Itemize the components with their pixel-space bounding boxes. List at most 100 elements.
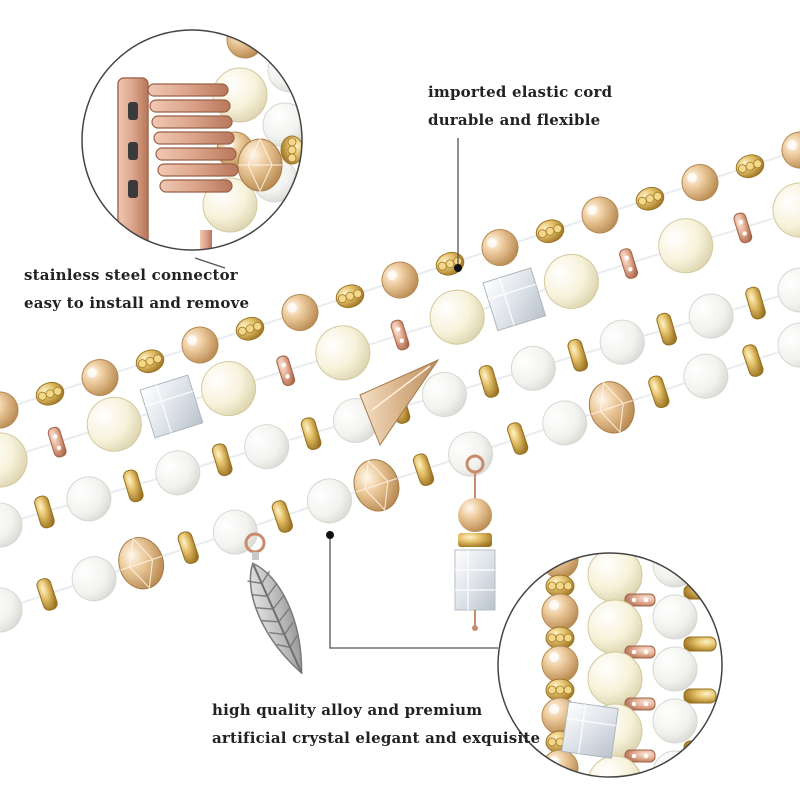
gold-disc-bead [507,422,529,455]
ivory-bead [86,396,142,452]
crystal-charm [454,454,496,631]
crystal-bead [561,701,619,759]
spacer-bead [535,219,565,244]
spacer-bead [135,349,165,374]
gold-disc-bead [683,740,717,756]
leaf-charm-icon [247,562,303,675]
milky-bead [155,450,201,496]
gold-disc-bead [177,531,199,564]
ivory-bead [543,253,599,309]
gold-pearl-bead [381,261,419,299]
rondelle-bead [390,319,410,351]
gold-pearl-bead [681,164,719,201]
milky-bead [683,353,729,399]
milky-bead [448,431,494,477]
ivory-bead [315,325,371,381]
connector-caption: stainless steel connector easy to instal… [24,261,249,317]
milky-bead [306,478,352,524]
alloy-caption: high quality alloy and premium artificia… [212,696,540,752]
gold-pearl-bead [481,229,519,266]
rondelle-bead [276,355,296,387]
gold-disc-bead [123,469,144,503]
leaf-charm [244,532,303,675]
milky-bead [421,371,467,417]
gold-pearl-bead [541,645,579,683]
milky-bead [244,424,290,470]
gold-disc-bead [683,688,717,704]
spacer-bead [35,381,65,406]
gold-disc-bead [567,338,589,372]
spacer-bead [635,186,665,211]
rondelle-bead [619,248,639,279]
rondelle-bead [624,593,656,607]
spacer-bead [545,626,575,650]
gold-pearl-bead [0,391,19,429]
connector-caption-line2: easy to install and remove [24,294,250,312]
cord-caption-line1: imported elastic cord [428,83,613,101]
gold-disc-bead [271,500,293,533]
rondelle-bead [624,645,656,659]
milky-bead [652,646,698,692]
cord-caption-line2: durable and flexible [428,111,601,129]
gold-disc-bead [211,443,233,477]
ivory-bead [429,289,485,345]
spacer-bead [280,135,302,165]
gold-disc-bead [34,495,55,529]
gold-pearl-bead [581,196,619,234]
spacer-bead [735,154,765,179]
gold-disc-bead [684,793,716,800]
alloy-caption-line1: high quality alloy and premium [212,701,483,719]
gold-disc-bead [300,417,322,450]
rondelle-bead [624,749,656,763]
gold-disc-bead [745,286,766,320]
crystal-cone-bead [359,358,440,447]
gold-pearl-bead [281,294,319,331]
gold-disc-bead [648,375,670,409]
milky-bead [66,476,112,522]
ivory-bead [772,182,800,238]
watch-connector-icon [117,77,239,250]
gold-pearl-bead [181,326,219,364]
spacer-bead [235,316,265,341]
ivory-bead [0,432,28,488]
cord-caption: imported elastic cord durable and flexib… [428,78,612,134]
rondelle-bead [47,426,67,458]
crystal-bead [139,374,204,439]
milky-bead [0,502,23,548]
milky-bead [652,750,698,777]
milky-bead [542,400,588,446]
gold-disc-bead [478,365,500,398]
milky-bead [652,698,698,744]
gold-pearl-bead [781,131,800,169]
crystal-bead [482,267,547,332]
gold-disc-bead [683,636,717,652]
ivory-bead [201,361,257,417]
rondelle-bead [624,697,656,711]
gold-disc-bead [683,584,717,600]
milky-bead [688,293,734,339]
spacer-bead [435,251,465,276]
connector-caption-line1: stainless steel connector [24,266,238,284]
gold-disc-bead [742,344,764,377]
gold-pearl-bead [541,749,579,777]
gold-disc-bead [656,312,677,346]
faceted-bead [237,137,283,193]
gold-pearl-bead [541,593,579,631]
faceted-bead [353,459,400,512]
gold-disc-bead [412,453,435,487]
milky-bead [599,319,645,365]
ivory-bead [587,755,643,777]
beads-zoom-circle [497,552,723,800]
faceted-bead [588,381,635,434]
bead-strands [0,131,800,633]
connector-zoom-circle [81,29,303,251]
milky-bead [267,47,302,93]
gold-pearl-bead [81,359,119,396]
alloy-caption-line2: artificial crystal elegant and exquisite [212,729,541,747]
milky-bead [71,556,117,602]
milky-bead [777,322,800,368]
milky-bead [0,587,23,633]
ivory-bead [658,218,714,274]
faceted-bead [118,537,165,590]
